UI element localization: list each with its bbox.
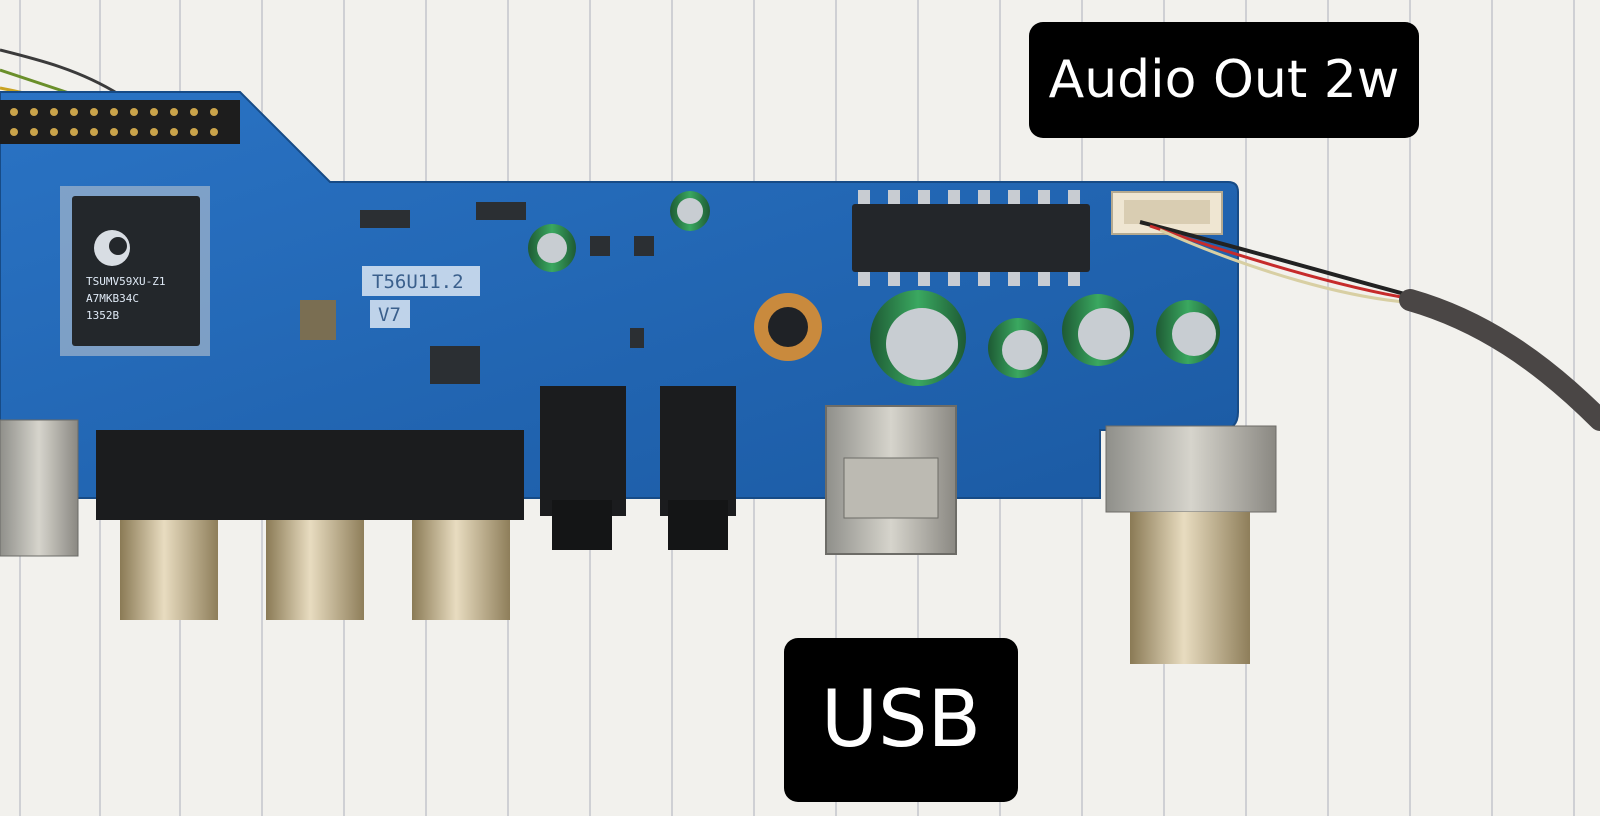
chip-marking-line1: TSUMV59XU-Z1 <box>86 275 165 288</box>
rca-jacks <box>96 430 524 620</box>
speaker-cable <box>1139 220 1600 431</box>
rca-jack-right <box>1105 425 1277 664</box>
capacitors <box>528 191 1220 386</box>
smd-components <box>300 202 654 384</box>
board-model-label: T56U11.2 <box>372 271 464 293</box>
audio-out-label: Audio Out 2w <box>1029 22 1419 138</box>
pin-header <box>0 100 240 144</box>
mounting-hole <box>754 293 822 361</box>
audio-jacks <box>540 386 736 550</box>
audio-amplifier-ic <box>852 190 1090 286</box>
usb-label: USB <box>784 638 1018 802</box>
chip-marking-line2: A7MKB34C <box>86 292 139 305</box>
usb-port <box>825 405 957 555</box>
chip-marking-line3: 1352B <box>86 309 119 322</box>
main-chip: TSUMV59XU-Z1 A7MKB34C 1352B <box>60 186 210 356</box>
board-version-label: V7 <box>378 304 401 326</box>
hdmi-port-partial <box>0 419 79 557</box>
